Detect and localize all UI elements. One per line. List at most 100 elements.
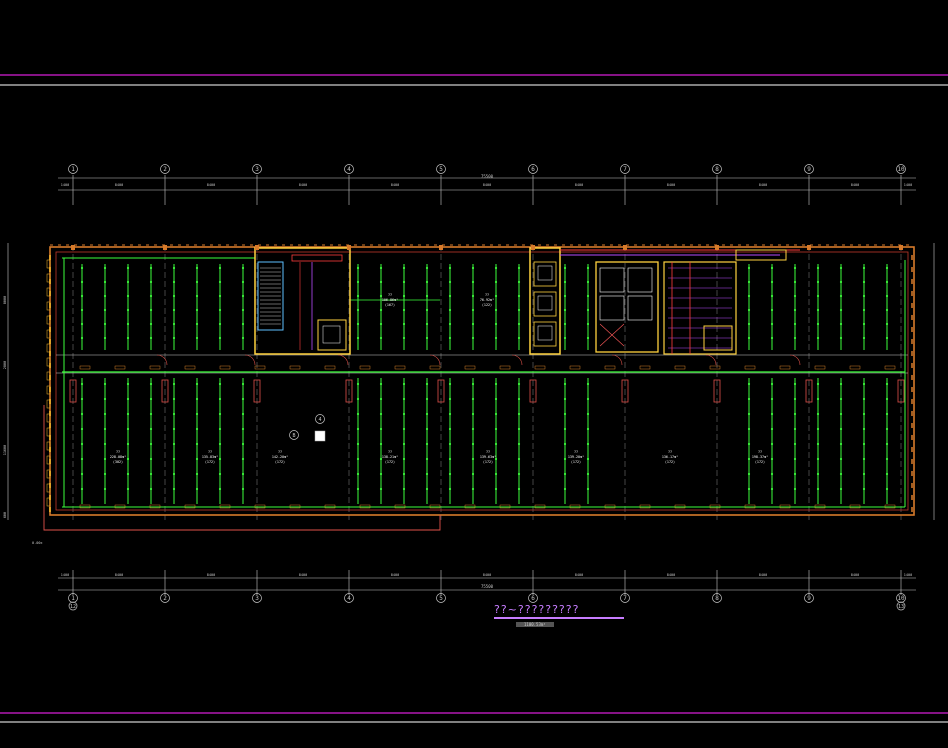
sprinkler-head: [149, 382, 153, 386]
room-area: 139.20m²: [568, 455, 584, 459]
bottom-dim-box: [219, 504, 231, 509]
sprinkler-head: [195, 487, 199, 491]
sprinkler-head: [448, 382, 452, 386]
sprinkler-head: [356, 336, 360, 340]
left-dim-box: [46, 427, 51, 437]
sprinkler-head: [885, 308, 889, 312]
sprinkler-head: [103, 266, 107, 270]
sprinkler-head: [448, 442, 452, 446]
left-dim-box: [46, 497, 51, 507]
sprinkler-head: [793, 382, 797, 386]
sprinkler-head: [379, 412, 383, 416]
corridor-dim-box: [814, 365, 826, 370]
column-top: [163, 245, 167, 250]
sprinkler-head: [172, 487, 176, 491]
fire-pipe-1: [291, 254, 343, 262]
sprinkler-head: [172, 457, 176, 461]
room-area: 142.20m²: [272, 455, 288, 459]
sprinkler-head: [379, 382, 383, 386]
sprinkler-head: [402, 412, 406, 416]
sprinkler-head: [885, 427, 889, 431]
room-area-upper: 106.86m²: [382, 298, 398, 302]
bottom-dim-box: [534, 504, 546, 509]
sprinkler-head: [149, 472, 153, 476]
sprinkler-head: [816, 442, 820, 446]
sprinkler-head: [862, 266, 866, 270]
sprinkler-head: [126, 382, 130, 386]
sprinkler-head: [862, 308, 866, 312]
room-name: ??: [278, 450, 282, 454]
sprinkler-head: [885, 457, 889, 461]
sprinkler-head: [241, 487, 245, 491]
sprinkler-head: [241, 294, 245, 298]
sprinkler-head: [425, 266, 429, 270]
sprinkler-head: [379, 487, 383, 491]
corridor-dim-box: [499, 365, 511, 370]
sprinkler-head: [172, 427, 176, 431]
bottom-dim-box: [359, 504, 371, 509]
sprinkler-head: [172, 397, 176, 401]
sprinkler-head: [402, 457, 406, 461]
duct-top: [735, 249, 787, 261]
bay-dim-top: 8400: [207, 183, 215, 187]
sprinkler-head: [241, 427, 245, 431]
sprinkler-head: [379, 266, 383, 270]
sprinkler-head: [793, 397, 797, 401]
bay-dim-top: 8400: [759, 183, 767, 187]
sprinkler-head: [241, 412, 245, 416]
shaft-4: [703, 325, 733, 351]
sprinkler-head: [103, 322, 107, 326]
sprinkler-head: [816, 266, 820, 270]
column-lower: [69, 379, 77, 403]
bottom-dim-box: [149, 504, 161, 509]
room-code: (172): [205, 460, 215, 464]
room-labels: ??228.08m²(302)??135.83m²(172)??142.20m²…: [110, 293, 768, 464]
bay-dim-bottom: 8400: [391, 573, 399, 577]
left-dim-box: [46, 329, 51, 339]
room-name: ??: [116, 450, 120, 454]
axis-bubble-top: [528, 164, 538, 174]
sprinkler-head: [103, 294, 107, 298]
sprinkler-head: [241, 336, 245, 340]
bottom-dim-box: [744, 504, 756, 509]
sprinkler-head: [126, 487, 130, 491]
sprinkler-head: [218, 322, 222, 326]
sprinkler-head: [816, 382, 820, 386]
left-dim-box: [46, 343, 51, 353]
sprinkler-head: [195, 412, 199, 416]
area-text: 1100.53m²: [516, 622, 554, 627]
sprinkler-head: [356, 412, 360, 416]
sprinkler-head: [517, 382, 521, 386]
column-top: [715, 245, 719, 250]
sprinkler-head: [402, 397, 406, 401]
sprinkler-head: [563, 442, 567, 446]
sprinkler-head: [402, 442, 406, 446]
bay-dim-bottom: 8400: [759, 573, 767, 577]
sprinkler-head: [586, 322, 590, 326]
sprinkler-head: [586, 280, 590, 284]
sprinkler-head: [517, 294, 521, 298]
sprinkler-head: [80, 472, 84, 476]
sprinkler-head: [218, 457, 222, 461]
sprinkler-head: [471, 280, 475, 284]
column-lower: [529, 379, 537, 403]
corridor-dim-box: [569, 365, 581, 370]
axis-label-bottom: 4: [347, 595, 351, 602]
sprinkler-head: [862, 412, 866, 416]
sprinkler-head: [471, 382, 475, 386]
sprinkler-head: [126, 412, 130, 416]
sprinkler-head: [471, 427, 475, 431]
sprinkler-head: [862, 457, 866, 461]
bay-dim-bottom: 8400: [299, 573, 307, 577]
sprinkler-head: [770, 336, 774, 340]
axis-label-top: 10: [897, 166, 905, 173]
sprinkler-head: [839, 266, 843, 270]
sprinkler-head: [402, 336, 406, 340]
sprinkler-head: [126, 442, 130, 446]
corridor-dim-box: [289, 365, 301, 370]
axis-bubble-bottom: [344, 593, 354, 603]
corridor-dim-box: [184, 365, 196, 370]
sprinkler-head: [839, 412, 843, 416]
axis-bubble-top: [804, 164, 814, 174]
sprinkler-head: [839, 294, 843, 298]
